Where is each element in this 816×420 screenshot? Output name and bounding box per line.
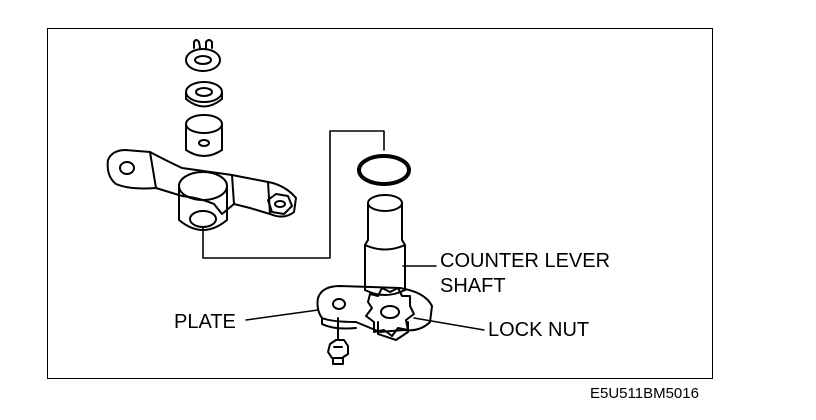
counter-lever-shaft-label-line2: SHAFT <box>440 275 506 297</box>
leader-plate <box>245 309 319 321</box>
figure-code: E5U511BM5016 <box>590 385 699 402</box>
counter-lever <box>106 149 297 231</box>
retaining-clip <box>185 39 221 72</box>
bolt <box>327 317 349 365</box>
plate <box>316 285 433 333</box>
alignment-line <box>202 130 385 259</box>
counter-lever-shaft-label-line1: COUNTER LEVER <box>440 250 611 272</box>
o-ring <box>357 154 411 186</box>
washer <box>185 81 223 108</box>
bushing <box>185 114 223 157</box>
plate-label: PLATE <box>174 311 236 333</box>
leader-lock-nut <box>413 317 485 331</box>
lock-nut-label: LOCK NUT <box>488 319 590 341</box>
counter-lever-shaft <box>364 194 406 296</box>
diagram-frame <box>47 28 713 379</box>
lock-nut <box>365 287 415 341</box>
